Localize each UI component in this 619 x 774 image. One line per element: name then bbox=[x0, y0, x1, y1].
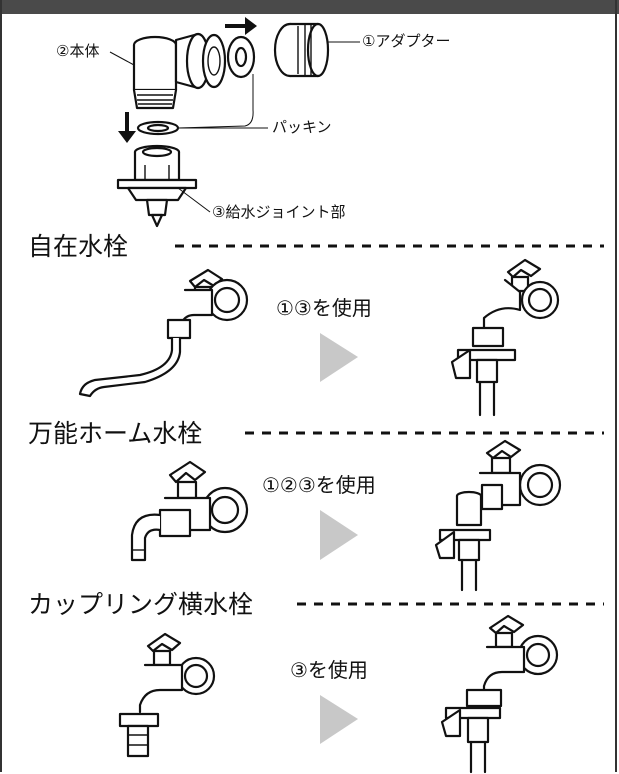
section-1-title: 自在水栓 bbox=[28, 232, 129, 261]
joint-label: ③給水ジョイント部 bbox=[212, 203, 346, 221]
section-2-usage: ①②③を使用 bbox=[262, 473, 376, 497]
adapter-label: ①アダプター bbox=[362, 32, 451, 50]
adapter-part bbox=[273, 22, 330, 78]
main-body-part bbox=[132, 32, 227, 110]
faucet-swivel-before bbox=[78, 268, 249, 398]
arrow-right-icon bbox=[225, 17, 257, 35]
section-3-title: カップリング横水栓 bbox=[28, 590, 254, 619]
faucet-coupling-after bbox=[440, 614, 559, 774]
section-2-title: 万能ホーム水栓 bbox=[28, 419, 203, 448]
packing-ring-icon bbox=[226, 35, 256, 79]
packing-label: パッキン bbox=[272, 118, 332, 136]
faucet-coupling-before bbox=[118, 632, 216, 758]
body-label: ②本体 bbox=[56, 42, 100, 60]
arrow-down-icon bbox=[118, 112, 136, 143]
supply-joint-part bbox=[116, 144, 198, 228]
header-bar bbox=[0, 0, 619, 14]
faucet-home-before bbox=[130, 460, 249, 562]
section-1-usage: ①③を使用 bbox=[276, 296, 372, 320]
faucet-swivel-after bbox=[450, 258, 560, 417]
section-3-usage: ③を使用 bbox=[290, 658, 368, 682]
arrow-2-icon bbox=[320, 510, 358, 560]
arrow-1-icon bbox=[320, 333, 358, 382]
small-packing-icon bbox=[136, 120, 180, 136]
parts-exploded-view bbox=[109, 17, 360, 228]
faucet-home-after bbox=[434, 439, 562, 592]
arrow-3-icon bbox=[320, 695, 358, 744]
